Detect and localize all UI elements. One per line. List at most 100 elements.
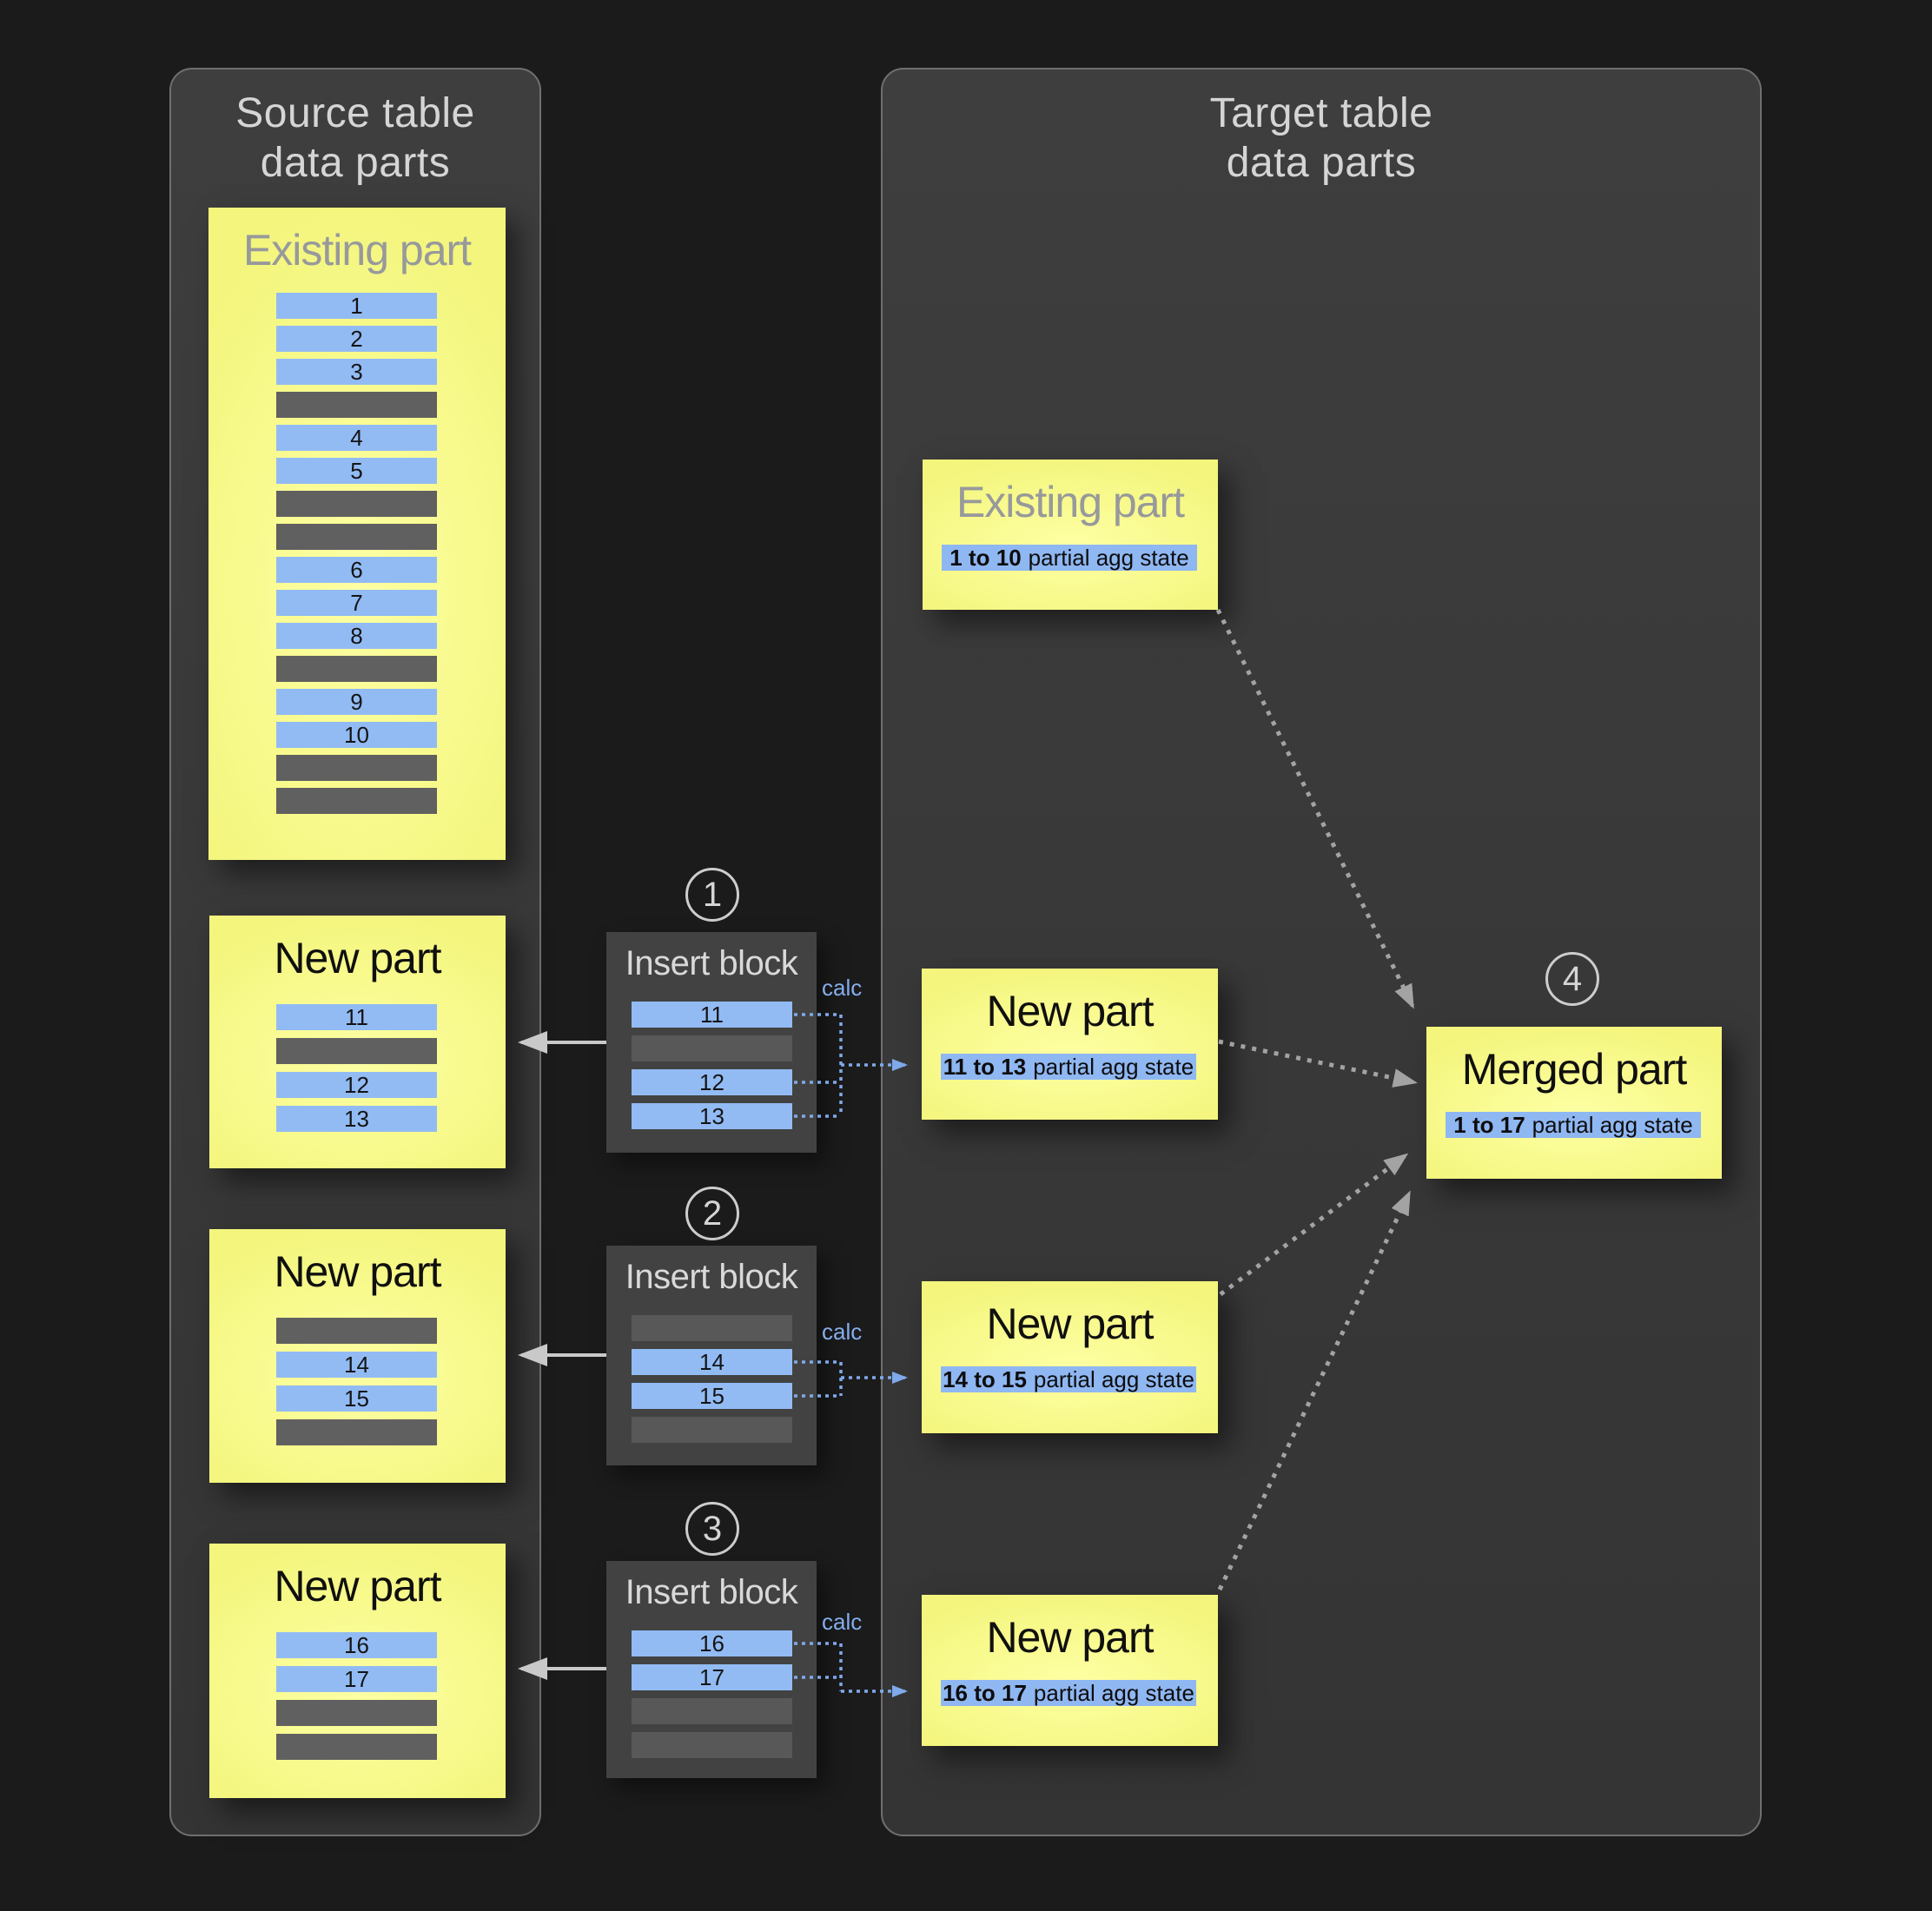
target-panel-title: Target table data parts: [883, 89, 1760, 188]
step-circle-4: 4: [1545, 952, 1599, 1006]
agg-state-band: 1 to 10 partial agg state: [942, 545, 1197, 571]
hidden-data-row: [276, 1700, 437, 1726]
data-row: 15: [632, 1383, 792, 1409]
data-row: 7: [276, 590, 437, 616]
agg-range: 1 to 17: [1453, 1111, 1525, 1138]
source-new-part-1-title: New part: [274, 934, 441, 982]
data-row: 15: [276, 1385, 437, 1412]
insert-block-1-rows: 11 12 13: [632, 1002, 792, 1129]
source-panel-title-line1: Source table: [235, 90, 475, 136]
agg-label: partial agg state: [1028, 544, 1189, 571]
hidden-data-row: [276, 1318, 437, 1344]
source-new-part-1: New part 11 12 13: [209, 916, 506, 1168]
data-row: 1: [276, 293, 437, 319]
hidden-data-row: [632, 1732, 792, 1758]
source-existing-part-rows: 1 2 3 4 5 6 7 8 9 10: [276, 293, 437, 814]
hidden-data-row: [276, 755, 437, 781]
data-row: 14: [632, 1349, 792, 1375]
source-new-part-1-rows: 11 12 13: [276, 1004, 437, 1132]
hidden-data-row: [276, 524, 437, 550]
hidden-data-row: [632, 1417, 792, 1443]
source-panel-title-line2: data parts: [260, 140, 451, 186]
target-new-part-3-title: New part: [986, 1613, 1154, 1662]
insert-block-3-title: Insert block: [625, 1573, 798, 1611]
source-new-part-3-title: New part: [274, 1562, 441, 1610]
data-row: 9: [276, 689, 437, 715]
target-new-part-2-title: New part: [986, 1299, 1154, 1348]
agg-label: partial agg state: [1033, 1365, 1194, 1392]
data-row: 3: [276, 359, 437, 385]
insert-block-1: Insert block 11 12 13: [606, 932, 817, 1153]
target-new-part-2: New part 14 to 15 partial agg state: [922, 1281, 1218, 1433]
data-row: 11: [632, 1002, 792, 1028]
step-circle-1: 1: [685, 868, 739, 922]
agg-label: partial agg state: [1033, 1053, 1194, 1080]
source-panel-title: Source table data parts: [171, 89, 539, 188]
target-new-part-1-title: New part: [986, 987, 1154, 1035]
data-row: 5: [276, 458, 437, 484]
target-existing-part-title: Existing part: [956, 478, 1185, 526]
data-row: 14: [276, 1352, 437, 1378]
agg-range: 1 to 10: [949, 544, 1022, 571]
data-row: 8: [276, 623, 437, 649]
agg-range: 14 to 15: [943, 1365, 1027, 1392]
hidden-data-row: [276, 1734, 437, 1760]
source-existing-part-title: Existing part: [242, 226, 472, 274]
target-panel-title-line2: data parts: [1226, 140, 1417, 186]
calc-label-3: calc: [822, 1609, 863, 1635]
agg-state-band: 16 to 17 partial agg state: [941, 1680, 1196, 1706]
hidden-data-row: [276, 656, 437, 682]
insert-block-2-title: Insert block: [625, 1258, 798, 1296]
target-new-part-1: New part 11 to 13 partial agg state: [922, 969, 1218, 1120]
source-new-part-2-title: New part: [274, 1247, 441, 1296]
data-row: 17: [632, 1664, 792, 1690]
target-new-part-3: New part 16 to 17 partial agg state: [922, 1595, 1218, 1746]
calc-label-1: calc: [822, 975, 863, 1001]
source-existing-part: Existing part 1 2 3 4 5 6 7 8 9 10: [208, 208, 506, 860]
hidden-data-row: [632, 1035, 792, 1061]
agg-range: 11 to 13: [943, 1053, 1027, 1080]
data-row: 4: [276, 425, 437, 451]
agg-state-band: 14 to 15 partial agg state: [941, 1366, 1196, 1392]
agg-range: 16 to 17: [943, 1679, 1027, 1706]
hidden-data-row: [632, 1698, 792, 1724]
target-existing-part: Existing part 1 to 10 partial agg state: [923, 460, 1218, 610]
agg-label: partial agg state: [1033, 1679, 1194, 1706]
data-row: 11: [276, 1004, 437, 1030]
agg-label: partial agg state: [1532, 1111, 1693, 1138]
data-row: 10: [276, 722, 437, 748]
data-row: 13: [632, 1103, 792, 1129]
agg-state-band: 11 to 13 partial agg state: [941, 1054, 1196, 1080]
target-panel: Target table data parts Existing part 1 …: [881, 68, 1762, 1836]
data-row: 16: [632, 1630, 792, 1656]
data-row: 6: [276, 557, 437, 583]
insert-block-1-title: Insert block: [625, 944, 798, 982]
hidden-data-row: [632, 1315, 792, 1341]
hidden-data-row: [276, 1038, 437, 1064]
data-row: 13: [276, 1106, 437, 1132]
agg-state-band: 1 to 17 partial agg state: [1446, 1112, 1701, 1138]
data-row: 12: [276, 1072, 437, 1098]
step-circle-3: 3: [685, 1502, 739, 1556]
data-row: 12: [632, 1069, 792, 1095]
step-circle-2: 2: [685, 1187, 739, 1240]
merged-part: Merged part 1 to 17 partial agg state: [1426, 1027, 1722, 1179]
data-row: 16: [276, 1632, 437, 1658]
target-panel-title-line1: Target table: [1209, 90, 1433, 136]
merged-part-title: Merged part: [1461, 1045, 1688, 1094]
hidden-data-row: [276, 392, 437, 418]
hidden-data-row: [276, 1419, 437, 1445]
calc-label-2: calc: [822, 1319, 863, 1345]
hidden-data-row: [276, 788, 437, 814]
data-row: 2: [276, 326, 437, 352]
